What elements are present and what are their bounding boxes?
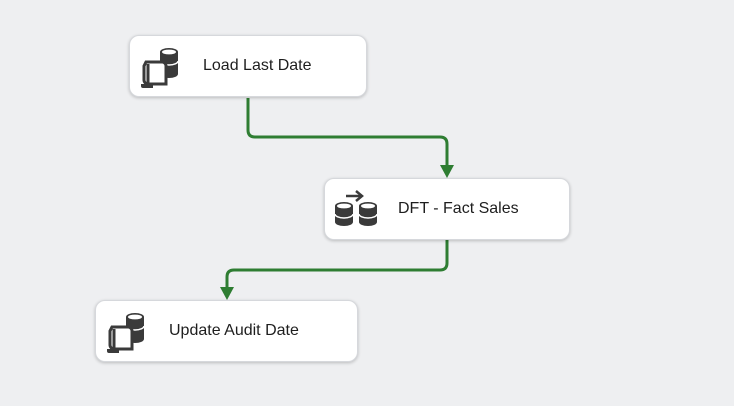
success-arrowhead: [220, 287, 234, 300]
task-dft-fact-sales[interactable]: DFT - Fact Sales: [324, 178, 570, 240]
execute-sql-task-icon: [138, 44, 188, 95]
precedence-constraint-dft-to-update[interactable]: [220, 240, 449, 300]
precedence-constraint-load-to-dft[interactable]: [246, 98, 454, 178]
task-label: DFT - Fact Sales: [398, 200, 519, 217]
execute-sql-task-icon: [104, 309, 154, 360]
task-label: Load Last Date: [203, 57, 312, 74]
success-arrowhead: [440, 165, 454, 178]
task-update-audit-date[interactable]: Update Audit Date: [95, 300, 358, 362]
task-load-last-date[interactable]: Load Last Date: [129, 35, 367, 97]
data-flow-task-icon: [333, 190, 383, 235]
task-label: Update Audit Date: [169, 322, 299, 339]
